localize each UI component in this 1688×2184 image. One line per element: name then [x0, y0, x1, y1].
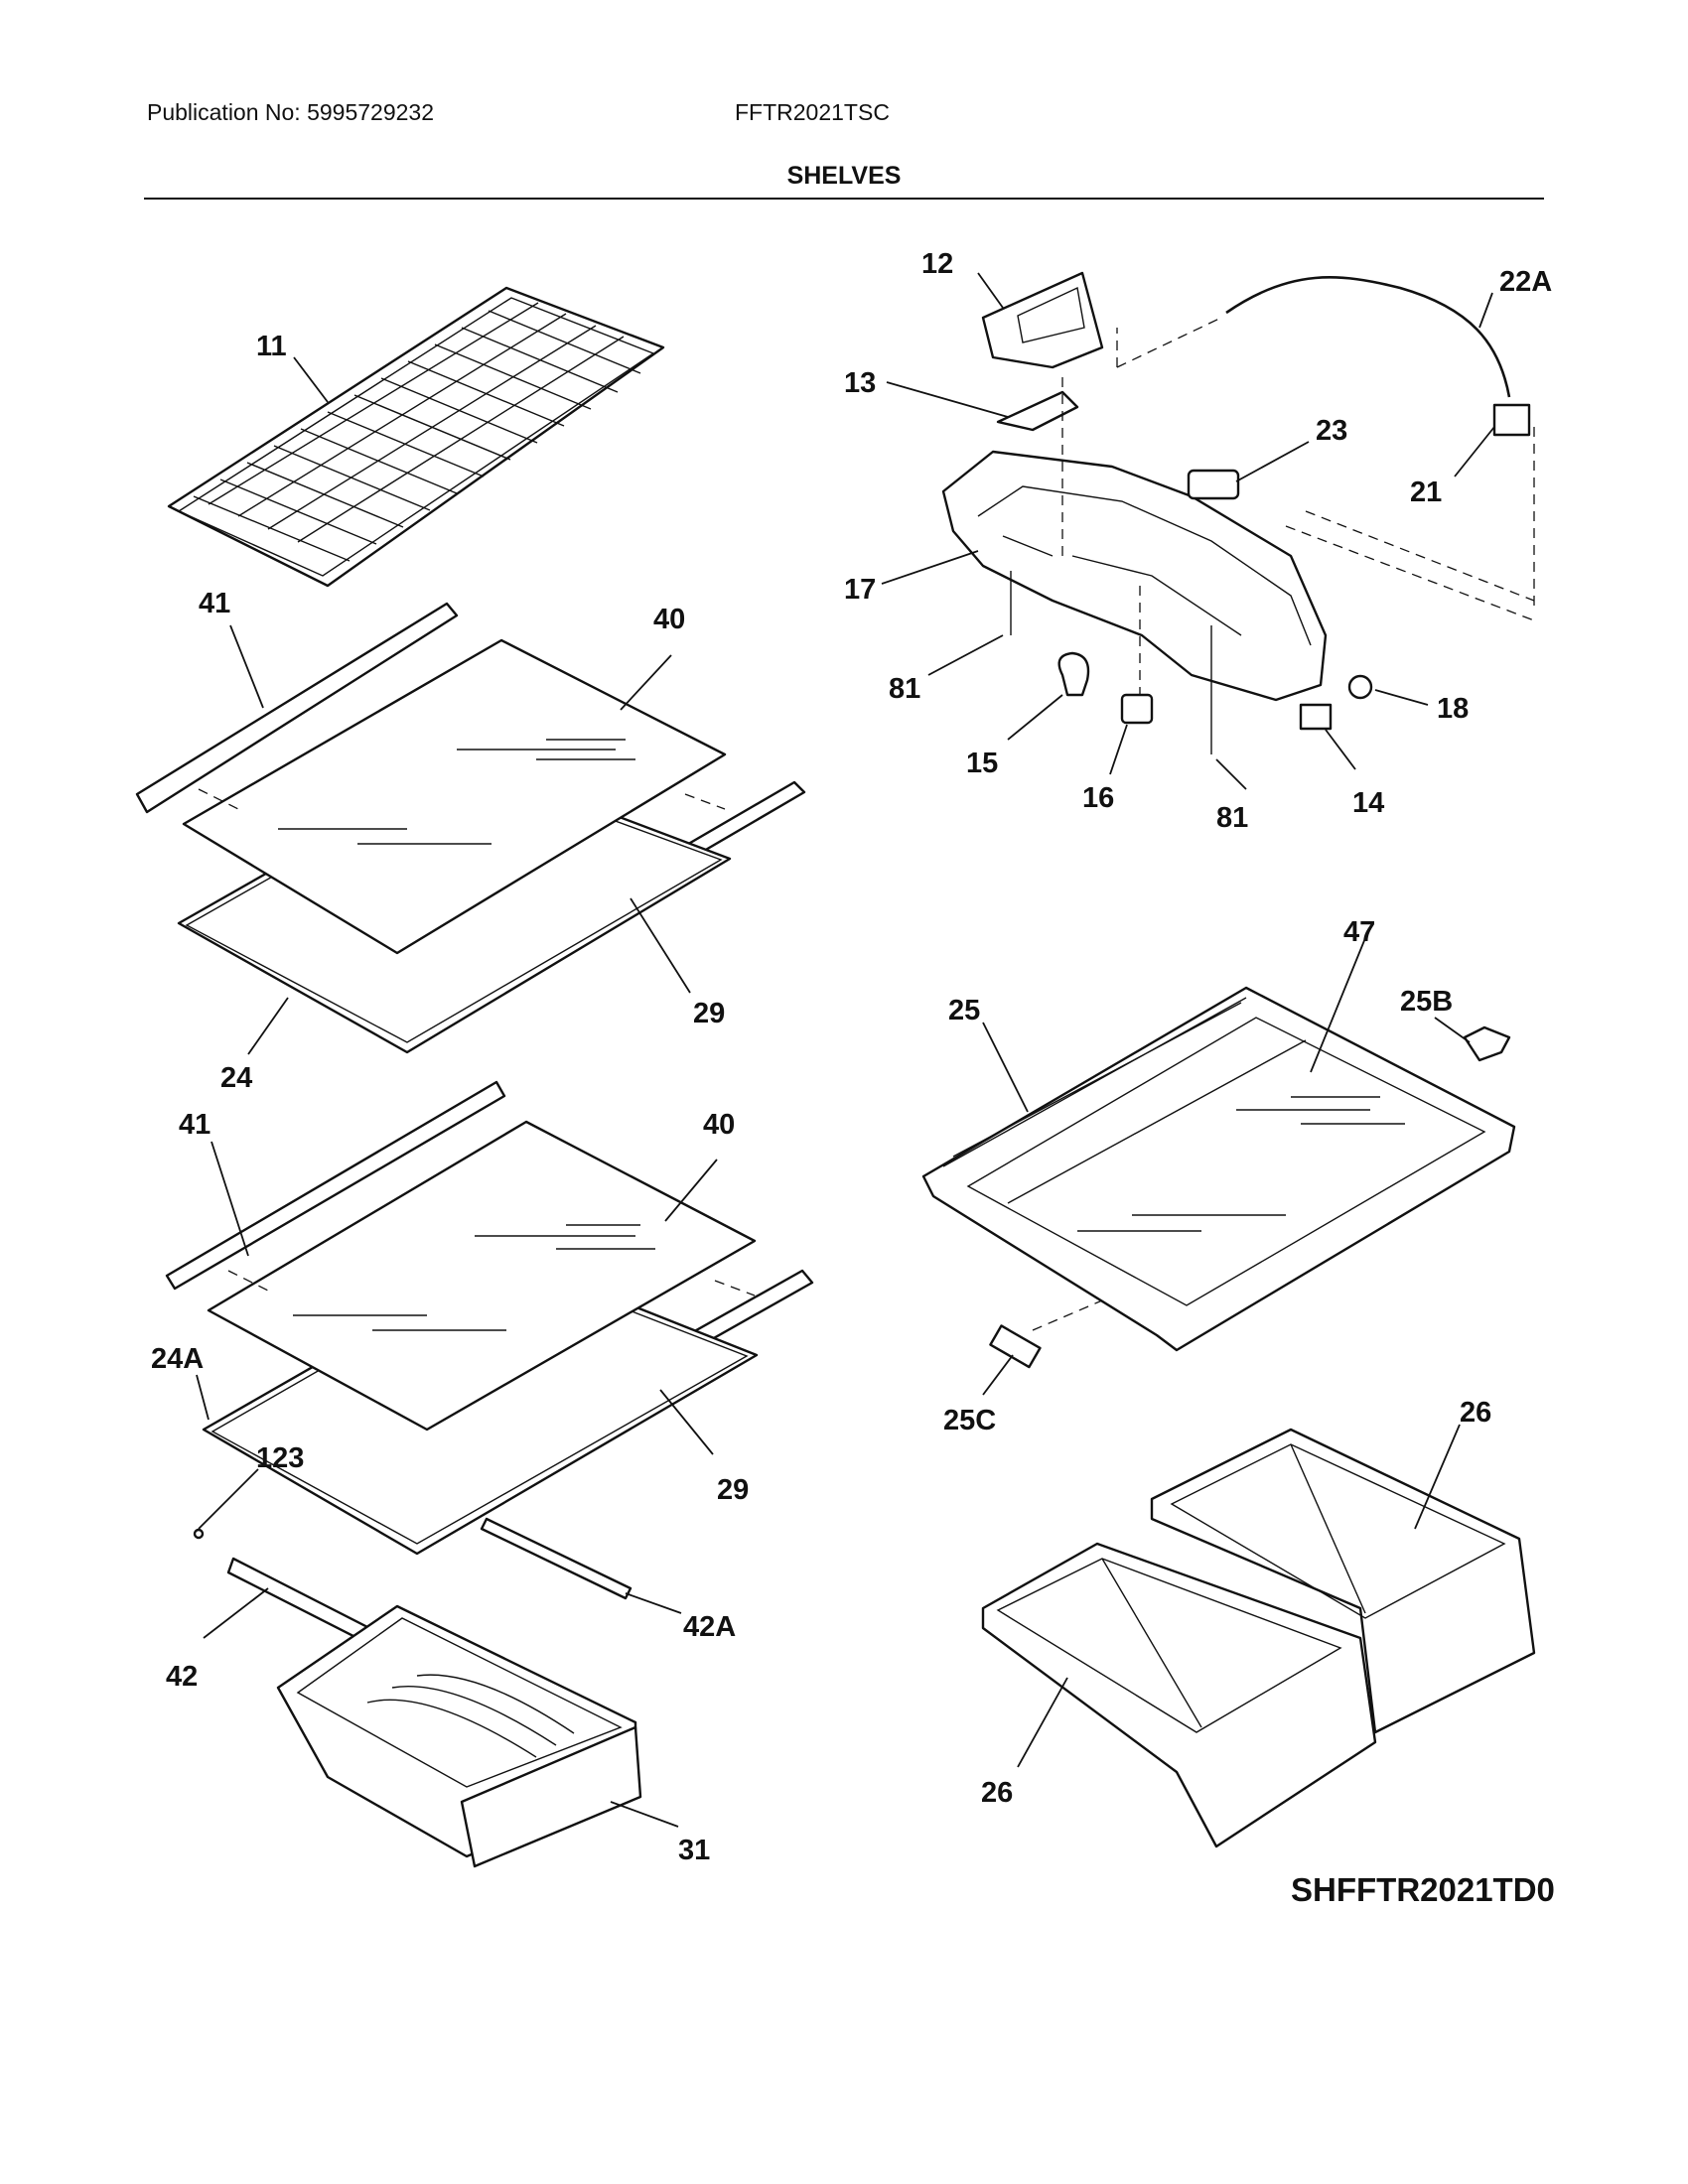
part-25C-bracket [989, 1324, 1042, 1369]
page-title: SHELVES [786, 162, 902, 190]
part-18-button [1347, 674, 1373, 700]
label-123: 123 [256, 1442, 304, 1474]
part-25B-knob [1463, 1025, 1511, 1062]
publication-number: Publication No: 5995729232 [147, 99, 435, 125]
label-42: 42 [166, 1661, 198, 1693]
label-26: 26 [1460, 1397, 1491, 1429]
label-29-lower: 29 [717, 1474, 749, 1506]
leader-lines [196, 272, 1495, 1828]
part-17-housing [941, 450, 1328, 702]
part-41-trim [135, 602, 459, 814]
part-42A-slide [480, 1517, 633, 1600]
label-14: 14 [1352, 787, 1384, 819]
part-23-control [1187, 469, 1240, 500]
model-number: FFTR2021TSC [735, 99, 890, 125]
label-12: 12 [921, 248, 953, 280]
part-41b-trim [165, 1080, 506, 1291]
part-16-socket [1120, 693, 1154, 725]
part-47-glass [966, 1017, 1486, 1306]
part-15-bulb [1057, 651, 1090, 697]
crisper-drawers [981, 1428, 1536, 1848]
label-13: 13 [844, 367, 876, 399]
part-number-labels: 11 41 40 29 24 41 40 24A 123 29 42 42A 3… [151, 248, 1552, 1866]
part-14-switch [1299, 703, 1333, 731]
label-25C: 25C [943, 1405, 996, 1436]
label-24: 24 [220, 1062, 252, 1094]
part-26-drawer-front [981, 1542, 1377, 1848]
lower-glass-shelf-assembly [165, 1080, 814, 1600]
header-divider [144, 198, 1544, 200]
label-23: 23 [1316, 415, 1347, 447]
part-25-frame [921, 986, 1516, 1352]
label-18: 18 [1437, 693, 1469, 725]
part-11-wire-shelf [167, 286, 665, 588]
label-25: 25 [948, 995, 980, 1026]
label-29: 29 [693, 998, 725, 1029]
label-40: 40 [653, 604, 685, 635]
label-41: 41 [199, 588, 230, 619]
label-17: 17 [844, 574, 876, 606]
label-42A: 42A [683, 1611, 736, 1643]
label-40-lower: 40 [703, 1109, 735, 1141]
part-26-drawer-rear [1150, 1428, 1536, 1734]
part-31-crisper-pan [226, 1557, 642, 1868]
label-47: 47 [1343, 916, 1375, 948]
label-22A: 22A [1499, 266, 1552, 298]
part-21-socket [1492, 403, 1531, 437]
label-81: 81 [889, 673, 920, 705]
upper-glass-shelf-assembly [135, 602, 806, 1054]
crisper-cover-assembly [921, 986, 1516, 1369]
label-21: 21 [1410, 477, 1442, 508]
part-12-cover [981, 271, 1104, 369]
part-22A-wire [1225, 276, 1511, 398]
part-40b-glass [207, 1120, 757, 1432]
part-13-diffuser [996, 390, 1079, 432]
label-31: 31 [678, 1835, 710, 1866]
label-24A: 24A [151, 1343, 204, 1375]
label-25B: 25B [1400, 986, 1453, 1018]
label-16: 16 [1082, 782, 1114, 814]
label-26-lower: 26 [981, 1777, 1013, 1809]
label-41-lower: 41 [179, 1109, 211, 1141]
label-15: 15 [966, 748, 998, 779]
diagram-code: SHFFTR2021TD0 [1291, 1871, 1555, 1908]
label-11: 11 [256, 331, 287, 362]
control-housing-assembly [941, 271, 1535, 754]
part-40-glass [182, 638, 727, 955]
label-81-lower: 81 [1216, 802, 1248, 834]
